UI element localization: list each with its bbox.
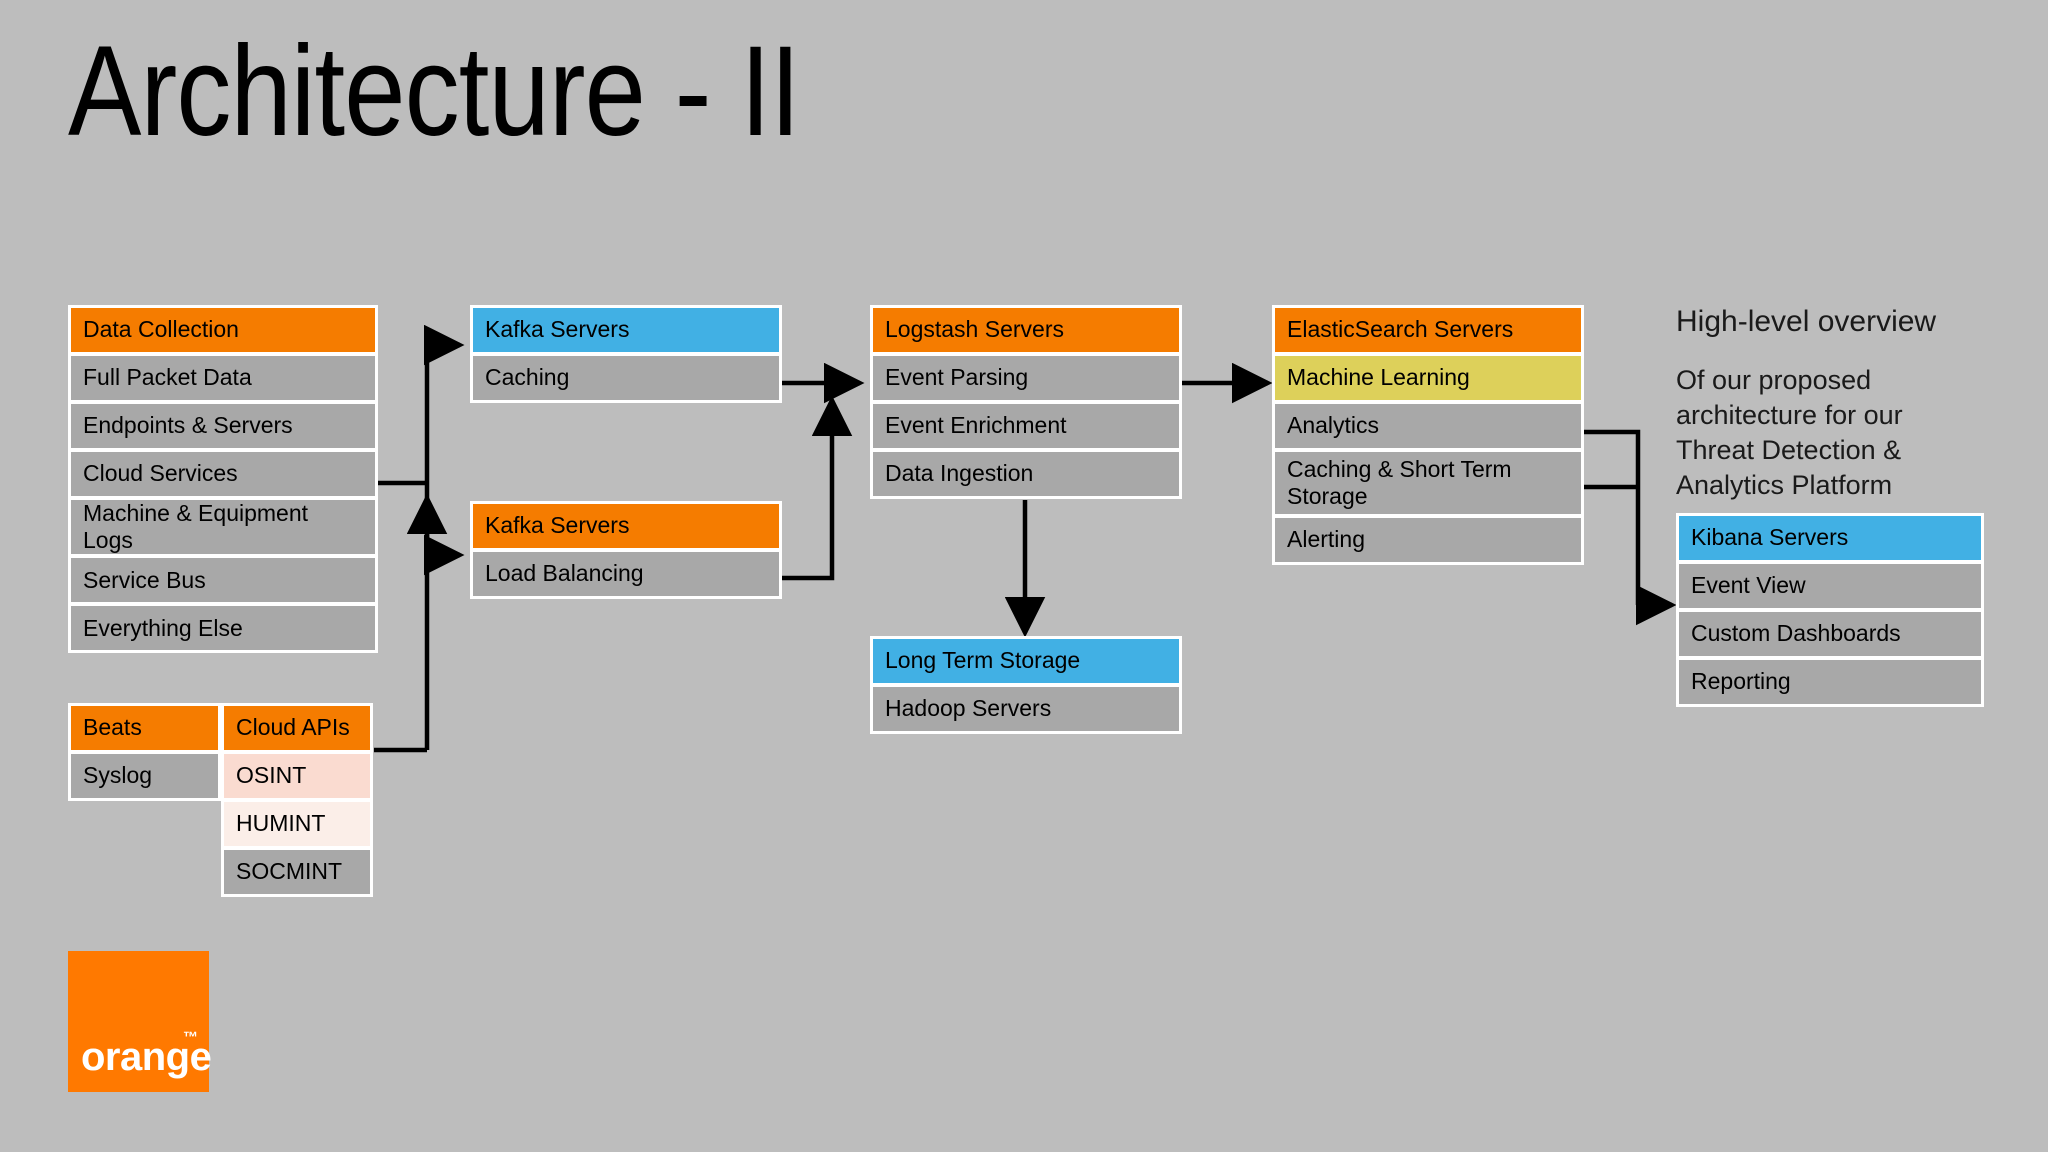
group-kafka-load-balancing: Kafka Servers Load Balancing: [470, 501, 782, 599]
row-caching-short-term-storage[interactable]: Caching & Short Term Storage: [1275, 452, 1581, 514]
group-logstash: Logstash Servers Event Parsing Event Enr…: [870, 305, 1182, 499]
row-reporting[interactable]: Reporting: [1679, 660, 1981, 704]
row-humint[interactable]: HUMINT: [224, 802, 370, 846]
row-event-parsing[interactable]: Event Parsing: [873, 356, 1179, 400]
row-service-bus[interactable]: Service Bus: [71, 558, 375, 603]
row-machine-learning[interactable]: Machine Learning: [1275, 356, 1581, 400]
group-beats: Beats Syslog: [68, 703, 221, 801]
row-analytics[interactable]: Analytics: [1275, 404, 1581, 448]
row-syslog[interactable]: Syslog: [71, 754, 218, 798]
group-header-kafka-load-balancing[interactable]: Kafka Servers: [473, 504, 779, 548]
group-header-kafka-caching[interactable]: Kafka Servers: [473, 308, 779, 352]
row-event-enrichment[interactable]: Event Enrichment: [873, 404, 1179, 448]
group-long-term-storage: Long Term Storage Hadoop Servers: [870, 636, 1182, 734]
row-custom-dashboards[interactable]: Custom Dashboards: [1679, 612, 1981, 656]
row-caching[interactable]: Caching: [473, 356, 779, 400]
trademark-icon: ™: [183, 1029, 198, 1046]
group-kibana: Kibana Servers Event View Custom Dashboa…: [1676, 513, 1984, 707]
row-alerting[interactable]: Alerting: [1275, 518, 1581, 562]
row-cloud-services[interactable]: Cloud Services: [71, 452, 375, 496]
group-data-collection: Data Collection Full Packet Data Endpoin…: [68, 305, 378, 654]
overview-body: Of our proposed architecture for our Thr…: [1676, 365, 1903, 501]
group-header-elasticsearch[interactable]: ElasticSearch Servers: [1275, 308, 1581, 352]
group-header-logstash[interactable]: Logstash Servers: [873, 308, 1179, 352]
group-header-beats[interactable]: Beats: [71, 706, 218, 750]
row-osint[interactable]: OSINT: [224, 754, 370, 798]
row-everything-else[interactable]: Everything Else: [71, 606, 375, 651]
row-machine-equipment-logs[interactable]: Machine & Equipment Logs: [71, 500, 375, 555]
group-header-kibana[interactable]: Kibana Servers: [1679, 516, 1981, 560]
row-full-packet-data[interactable]: Full Packet Data: [71, 356, 375, 400]
group-cloud-apis: Cloud APIs OSINT HUMINT SOCMINT: [221, 703, 373, 897]
group-header-long-term-storage[interactable]: Long Term Storage: [873, 639, 1179, 683]
orange-wordmark: orange: [81, 1035, 212, 1079]
row-socmint[interactable]: SOCMINT: [224, 850, 370, 894]
row-data-ingestion[interactable]: Data Ingestion: [873, 452, 1179, 496]
page-title: Architecture - II: [68, 20, 801, 163]
group-elasticsearch: ElasticSearch Servers Machine Learning A…: [1272, 305, 1584, 565]
group-header-data-collection[interactable]: Data Collection: [71, 308, 375, 352]
overview-heading: High-level overview: [1676, 305, 1937, 338]
group-kafka-caching: Kafka Servers Caching: [470, 305, 782, 403]
group-header-cloud-apis[interactable]: Cloud APIs: [224, 706, 370, 750]
row-hadoop-servers[interactable]: Hadoop Servers: [873, 687, 1179, 731]
row-event-view[interactable]: Event View: [1679, 564, 1981, 608]
orange-logo: orange ™: [68, 951, 212, 1092]
row-load-balancing[interactable]: Load Balancing: [473, 552, 779, 596]
row-endpoints-servers[interactable]: Endpoints & Servers: [71, 404, 375, 448]
